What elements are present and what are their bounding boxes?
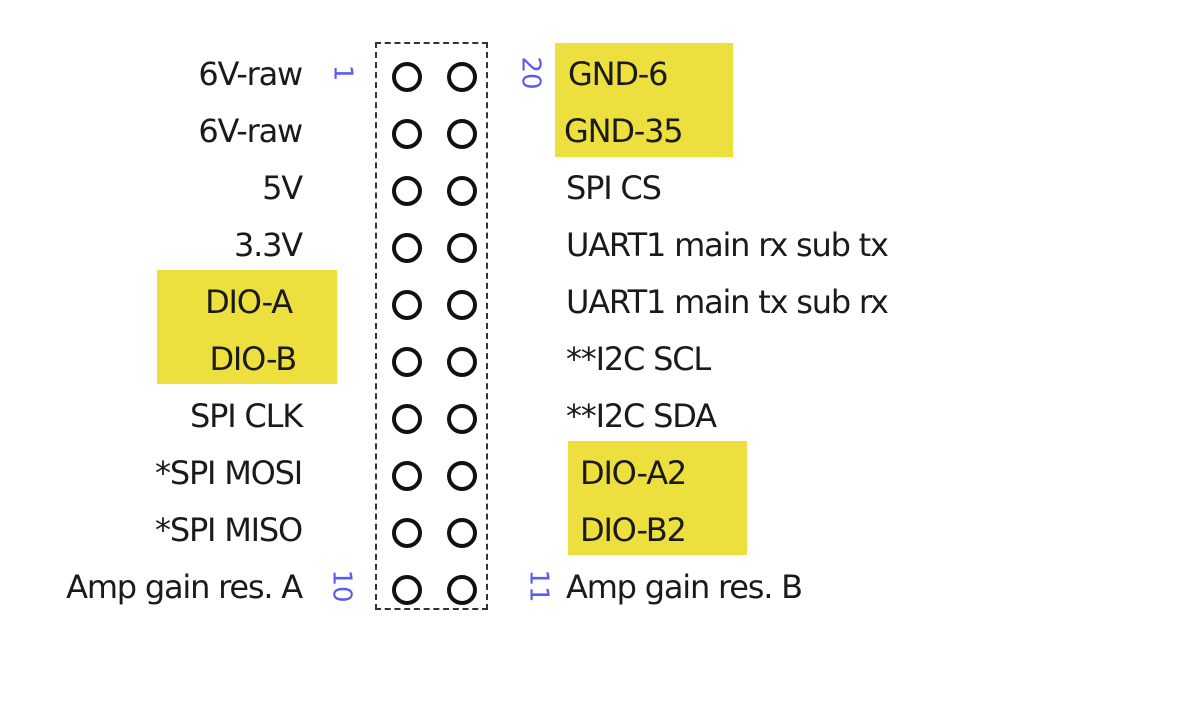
pin-11	[447, 575, 477, 605]
pin-16	[447, 290, 477, 320]
right-label-pin-17: UART1 main rx sub tx	[566, 225, 888, 265]
left-label-pin-5: DIO-A	[205, 282, 292, 322]
pin-13	[447, 461, 477, 491]
pin-number-20: 20	[518, 56, 544, 89]
pin-15	[447, 347, 477, 377]
left-label-pin-6: DIO-B	[209, 339, 296, 379]
pin-5	[392, 290, 422, 320]
pin-2	[392, 119, 422, 149]
pin-number-10: 10	[329, 569, 355, 602]
right-label-pin-16: UART1 main tx sub rx	[566, 282, 888, 322]
pin-19	[447, 119, 477, 149]
left-label-pin-7: SPI CLK	[190, 396, 302, 436]
left-label-pin-4: 3.3V	[234, 225, 302, 265]
right-label-pin-13: DIO-A2	[580, 453, 686, 493]
left-label-pin-10: Amp gain res. A	[66, 567, 302, 607]
right-label-pin-12: DIO-B2	[580, 510, 686, 550]
pin-20	[447, 62, 477, 92]
right-label-pin-15: **I2C SCL	[566, 339, 710, 379]
pin-10	[392, 575, 422, 605]
right-label-pin-14: **I2C SDA	[566, 396, 716, 436]
pin-12	[447, 518, 477, 548]
pin-number-1: 1	[329, 65, 355, 82]
pin-3	[392, 176, 422, 206]
pin-17	[447, 233, 477, 263]
pin-14	[447, 404, 477, 434]
pin-4	[392, 233, 422, 263]
left-label-pin-3: 5V	[262, 168, 302, 208]
left-label-pin-2: 6V-raw	[198, 111, 302, 151]
pin-1	[392, 62, 422, 92]
pin-18	[447, 176, 477, 206]
left-label-pin-1: 6V-raw	[198, 54, 302, 94]
right-label-pin-20: GND-6	[568, 54, 667, 94]
right-label-pin-18: SPI CS	[566, 168, 661, 208]
left-label-pin-8: *SPI MOSI	[155, 453, 302, 493]
pin-7	[392, 404, 422, 434]
pin-6	[392, 347, 422, 377]
left-label-pin-9: *SPI MISO	[155, 510, 302, 550]
pin-8	[392, 461, 422, 491]
right-label-pin-19: GND-35	[564, 111, 682, 151]
pin-9	[392, 518, 422, 548]
pin-number-11: 11	[526, 569, 552, 602]
right-label-pin-11: Amp gain res. B	[566, 567, 802, 607]
